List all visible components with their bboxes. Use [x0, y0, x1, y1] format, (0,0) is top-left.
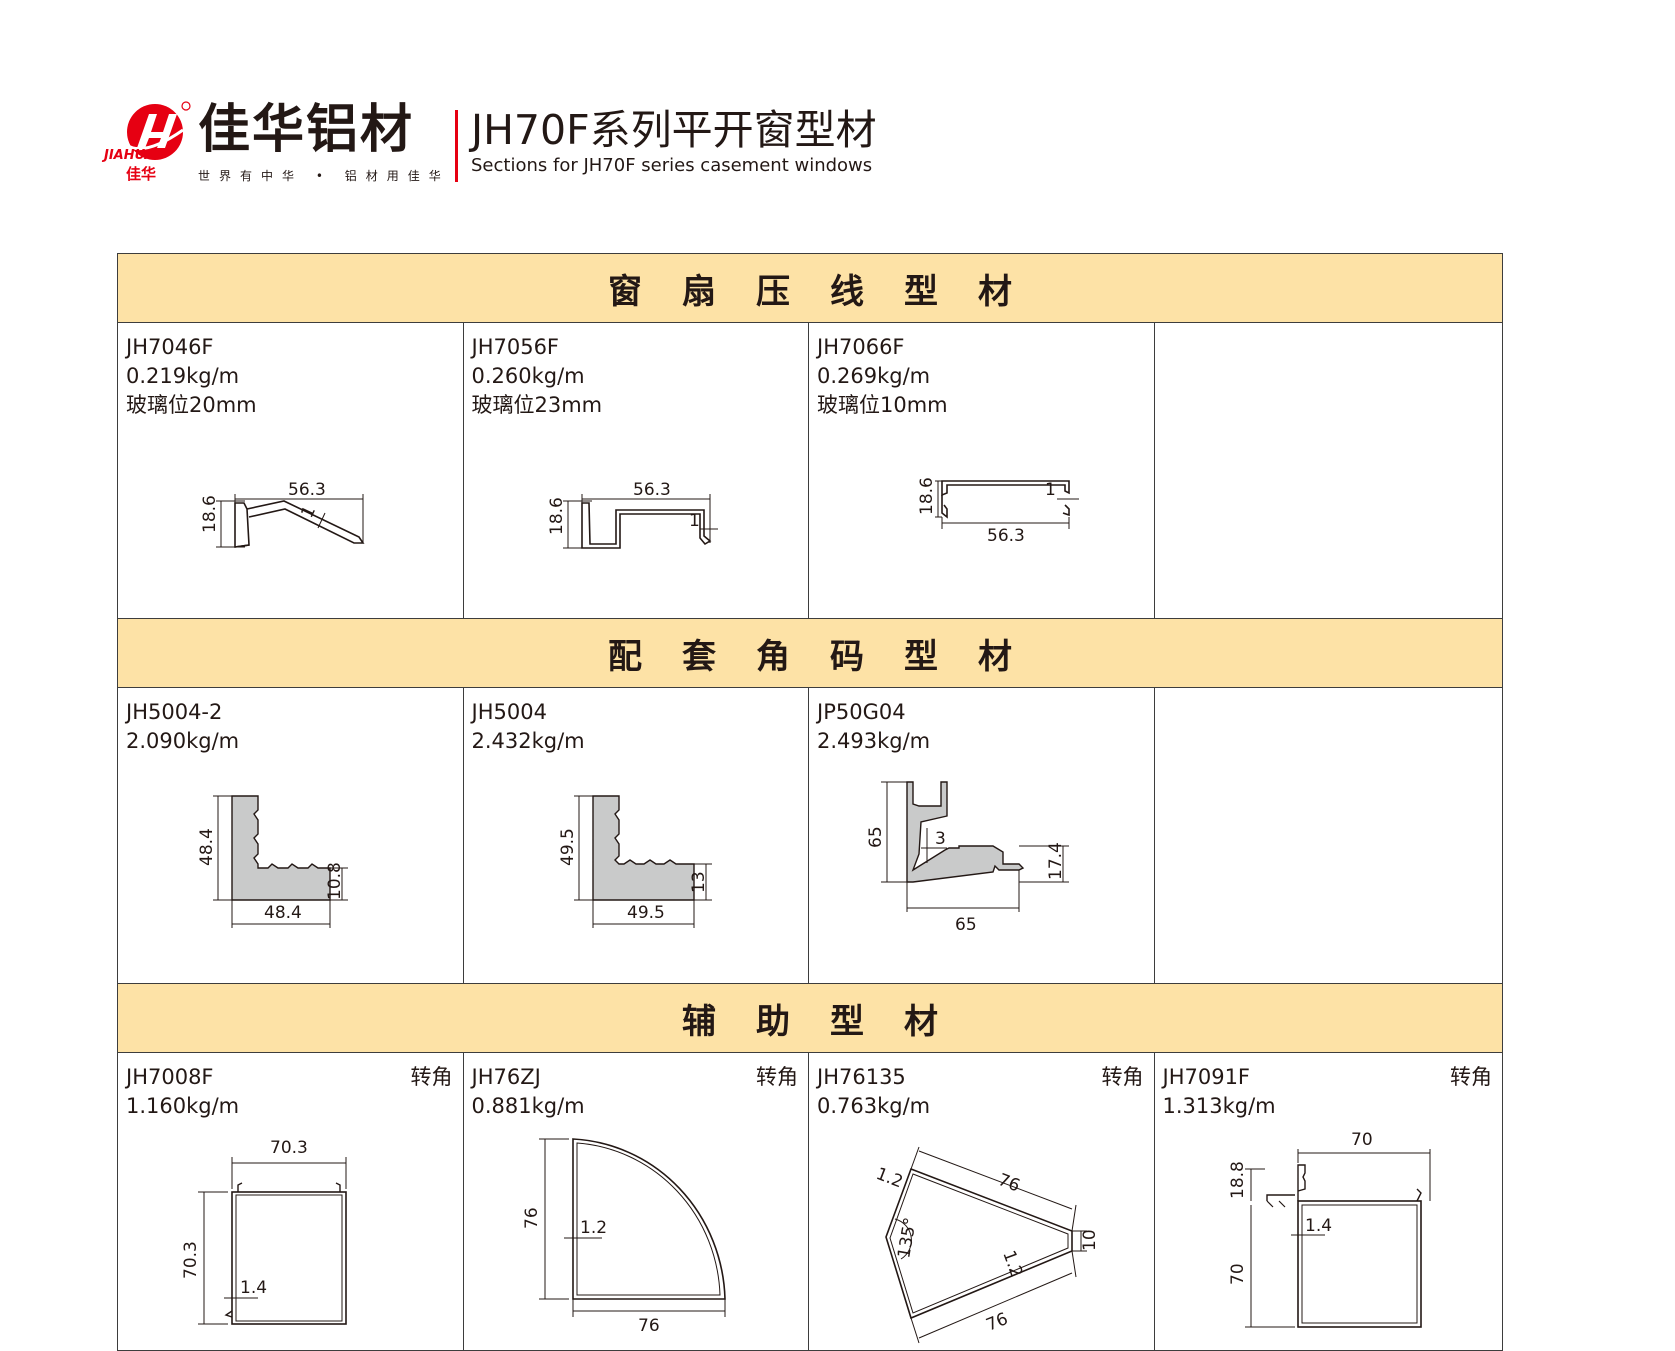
profile-cell: JH7008F 1.160kg/m 转角 70 — [118, 1053, 464, 1350]
dim-thickness: 10.8 — [325, 862, 345, 900]
profile-weight: 2.493kg/m — [817, 729, 931, 753]
section-row-glazing-bead: JH7046F 0.219kg/m 玻璃位20mm 56.3 18.6 — [118, 323, 1502, 619]
page-header: JIAHUA 佳华 佳华铝材 世界有中华 • 铝材用佳华 JH70F系列平开窗型… — [0, 0, 1675, 200]
profile-weight: 2.090kg/m — [126, 729, 240, 753]
section-row-corner-joint: JH5004-2 2.090kg/m 48.4 48.4 10.8 — [118, 688, 1502, 984]
corner-tag: 转角 — [1101, 1065, 1144, 1089]
dim-wall: 1.4 — [240, 1278, 267, 1298]
profile-cell: JH76135 0.763kg/m 转角 76 — [809, 1053, 1155, 1350]
profile-drawing: 70 18.8 1.4 70 — [1228, 1130, 1430, 1328]
profile-glass-spec: 玻璃位23mm — [471, 393, 603, 417]
profile-cell: JH5004-2 2.090kg/m 48.4 48.4 10.8 — [118, 688, 464, 983]
profile-weight: 0.260kg/m — [471, 364, 585, 388]
header-divider — [455, 110, 458, 182]
profile-cell: JH7056F 0.260kg/m 玻璃位23mm 56.3 18.6 1 — [464, 323, 809, 618]
profile-drawing: 56.3 18.6 1 — [547, 480, 718, 549]
profile-code: JH7046F — [126, 335, 214, 359]
dim-thickness: 1 — [689, 511, 700, 531]
profile-cell: JH7046F 0.219kg/m 玻璃位20mm 56.3 18.6 — [118, 323, 464, 618]
dim-width: 48.4 — [264, 903, 302, 923]
dim-width: 76 — [638, 1316, 660, 1336]
profile-code: JH5004 — [471, 700, 547, 724]
section-title-corner-joint: 配套角码型材 — [118, 619, 1502, 688]
dim-height: 70 — [1228, 1263, 1248, 1285]
dim-angle: 135° — [894, 1216, 921, 1260]
dim-height: 49.5 — [558, 828, 578, 866]
profile-drawing: 49.5 49.5 13 — [558, 795, 712, 928]
profile-weight: 0.269kg/m — [817, 364, 931, 388]
dim-height: 65 — [866, 826, 886, 848]
profile-cell: JH5004 2.432kg/m 49.5 49.5 13 — [464, 688, 809, 983]
section-title-auxiliary: 辅助型材 — [118, 984, 1502, 1053]
profile-table: 窗扇压线型材 JH7046F 0.219kg/m 玻璃位20mm — [117, 253, 1503, 1351]
section-row-auxiliary: JH7008F 1.160kg/m 转角 70 — [118, 1053, 1502, 1350]
dim-wall-top: 1.2 — [873, 1164, 905, 1192]
profile-drawing: 76 76 1.2 1.2 135° 10 — [873, 1146, 1100, 1344]
brand-slogan: 世界有中华 • 铝材用佳华 — [198, 169, 450, 183]
dim-width: 56.3 — [633, 480, 671, 500]
profile-code: JH7008F — [126, 1065, 214, 1089]
corner-tag: 转角 — [756, 1065, 798, 1089]
page-subtitle: Sections for JH70F series casement windo… — [471, 155, 873, 176]
dim-height: 18.6 — [917, 477, 937, 515]
profile-cell: JH76ZJ 0.881kg/m 转角 76 76 1.2 — [464, 1053, 809, 1350]
profile-code: JH76135 — [817, 1065, 906, 1089]
dim-width: 56.3 — [288, 480, 326, 500]
dim-wall: 3 — [935, 829, 946, 849]
dim-width: 49.5 — [627, 903, 665, 923]
jiahua-logo-icon — [124, 101, 191, 160]
page-title: JH70F系列平开窗型材 — [471, 106, 877, 154]
profile-drawing: 48.4 48.4 10.8 — [197, 795, 348, 928]
dim-thickness: 1 — [1045, 480, 1056, 500]
dim-height: 76 — [522, 1207, 542, 1229]
dim-wall: 1.2 — [580, 1218, 607, 1238]
profile-code: JH7056F — [471, 335, 560, 359]
profile-cell: JH7066F 0.269kg/m 玻璃位10mm 18.6 56.3 — [809, 323, 1155, 618]
dim-height: 18.6 — [547, 497, 567, 535]
dim-thickness: 1 — [297, 503, 320, 521]
profile-weight: 0.219kg/m — [126, 364, 240, 388]
profile-drawing: 70.3 70.3 1.4 — [181, 1138, 347, 1325]
profile-glass-spec: 玻璃位10mm — [817, 393, 948, 417]
empty-cell — [1155, 688, 1503, 983]
dim-end: 10 — [1080, 1229, 1100, 1251]
dim-height: 48.4 — [197, 828, 217, 866]
dim-height: 18.6 — [200, 495, 220, 533]
corner-tag: 转角 — [410, 1065, 453, 1089]
profile-cell: JP50G04 2.493kg/m 65 65 — [809, 688, 1155, 983]
profile-weight: 0.881kg/m — [471, 1094, 585, 1118]
dim-bottom-edge: 76 — [983, 1309, 1011, 1336]
dim-thickness: 13 — [689, 871, 709, 893]
logo-text: JIAHUA — [104, 148, 155, 163]
dim-top-height: 18.8 — [1228, 1161, 1248, 1199]
profile-weight: 1.160kg/m — [126, 1094, 240, 1118]
profile-drawing: 76 76 1.2 — [522, 1138, 726, 1336]
section-title-glazing-bead: 窗扇压线型材 — [118, 254, 1502, 323]
logo-cn: 佳华 — [126, 165, 157, 183]
profile-weight: 0.763kg/m — [817, 1094, 931, 1118]
brand-name: 佳华铝材 — [198, 100, 415, 160]
dim-width: 70 — [1351, 1130, 1373, 1150]
profile-code: JH76ZJ — [471, 1065, 541, 1089]
dim-flange: 17.4 — [1046, 842, 1066, 880]
profile-drawing: 65 65 3 17.4 — [866, 781, 1069, 935]
dim-width: 65 — [955, 915, 977, 935]
empty-cell — [1155, 323, 1503, 618]
dim-width: 70.3 — [270, 1138, 308, 1158]
profile-code: JH7066F — [817, 335, 905, 359]
dim-width: 56.3 — [987, 526, 1025, 546]
profile-glass-spec: 玻璃位20mm — [126, 393, 257, 417]
dim-height: 70.3 — [181, 1241, 201, 1279]
profile-code: JP50G04 — [817, 700, 906, 724]
dim-wall: 1.4 — [1305, 1216, 1332, 1236]
profile-weight: 1.313kg/m — [1162, 1094, 1276, 1118]
dim-top-edge: 76 — [995, 1170, 1022, 1196]
profile-drawing: 56.3 18.6 1 — [200, 480, 365, 548]
profile-weight: 2.432kg/m — [471, 729, 585, 753]
profile-cell: JH7091F 1.313kg/m 转角 — [1155, 1053, 1503, 1350]
profile-code: JH7091F — [1162, 1065, 1251, 1089]
corner-tag: 转角 — [1450, 1065, 1492, 1089]
profile-drawing: 18.6 56.3 1 — [917, 477, 1079, 546]
profile-code: JH5004-2 — [126, 700, 223, 724]
